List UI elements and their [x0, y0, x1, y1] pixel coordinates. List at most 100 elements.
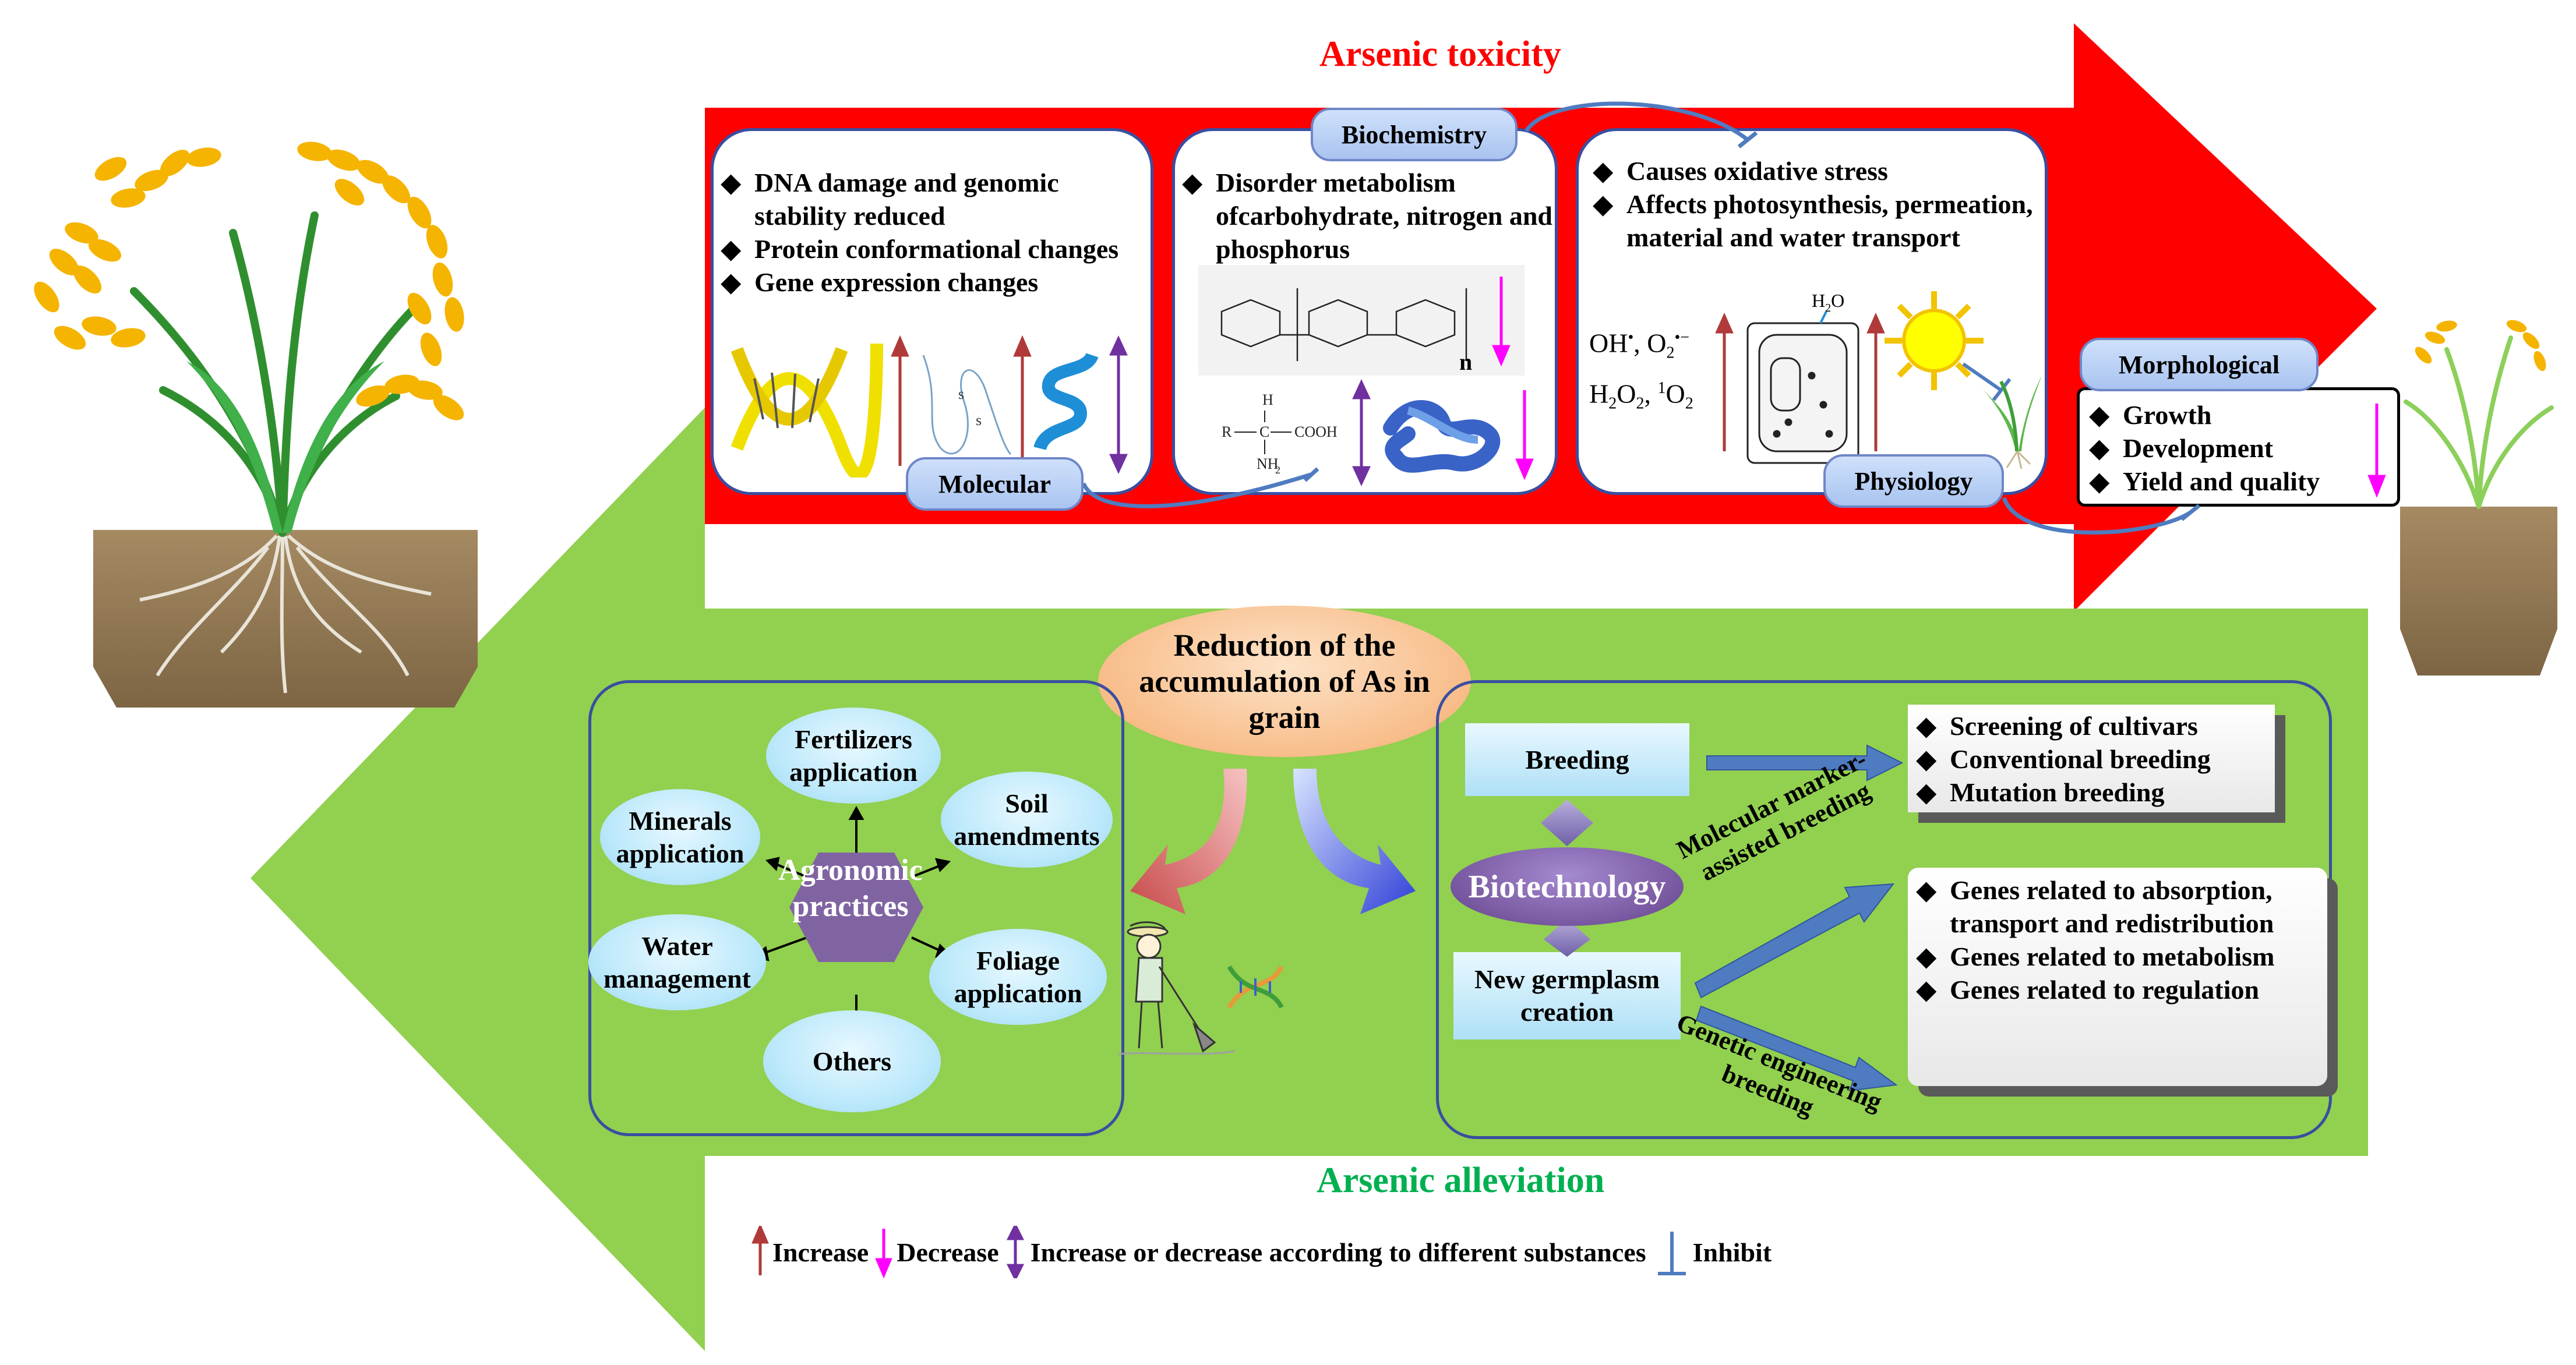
reduction-ellipse: Reduction of the accumulation of As in g… [1098, 606, 1471, 757]
list-item: ◆Yield and quality [2089, 465, 2363, 498]
decrease-arrow-icon [2367, 404, 2386, 498]
svg-text:2: 2 [1275, 464, 1280, 476]
decrease-arrow-icon [1515, 390, 1534, 480]
genes-list: ◆Genes related to absorption, transport … [1916, 874, 2318, 1006]
morphological-label: Morphological [2080, 338, 2319, 391]
genes-list-box: ◆Genes related to absorption, transport … [1908, 868, 2327, 1086]
diamond-bullet-icon: ◆ [1916, 942, 1937, 971]
branch-arrows [1118, 769, 1416, 1055]
others-ellipse: Others [763, 1010, 941, 1112]
svg-text:COOH: COOH [1294, 423, 1338, 440]
dna-strand-icon [1227, 965, 1284, 1009]
carbohydrate-chain-icon [1220, 288, 1467, 361]
water-ellipse: Water management [588, 914, 766, 1010]
diamond-bullet-icon: ◆ [1916, 744, 1937, 774]
diamond-bullet-icon: ◆ [1593, 189, 1614, 219]
diamond-bullet-icon: ◆ [2089, 466, 2110, 496]
n-label: n [1459, 349, 1472, 375]
svg-text:s: s [976, 412, 982, 429]
increase-decrease-arrow-icon [1352, 379, 1371, 486]
seedling-icon [1981, 376, 2042, 469]
green-arrow-shape [250, 408, 2368, 1351]
biotech-panel [1436, 680, 2332, 1139]
link-diamond [1541, 800, 1593, 846]
list-item: ◆Mutation breeding [1916, 776, 2275, 809]
biochemistry-label: Biochemistry [1311, 108, 1518, 161]
increase-decrease-arrow-icon [1109, 335, 1128, 474]
biotech-arrows [1541, 744, 1904, 1092]
toxicity-title: Arsenic toxicity [1319, 34, 1561, 74]
molecular-panel: ◆DNA damage and genomic stability reduce… [711, 128, 1153, 495]
list-item: ◆DNA damage and genomic stability reduce… [721, 166, 1140, 232]
diamond-bullet-icon: ◆ [1916, 711, 1937, 741]
physiology-panel: ◆Causes oxidative stress ◆Affects photos… [1576, 128, 2048, 495]
legend-inhibit: Inhibit [1692, 1237, 1772, 1267]
ros-labels: OH•, O2•− H2O2, 1O2 [1589, 320, 1693, 421]
physiology-label: Physiology [1823, 454, 2004, 508]
physiology-list: ◆Causes oxidative stress ◆Affects photos… [1593, 154, 2047, 254]
legend: Increase Decrease Increase or decrease a… [751, 1226, 1772, 1278]
marker-arrow [1694, 883, 1895, 999]
helix-icon [1033, 352, 1099, 451]
decrease-arrow-icon [875, 1229, 893, 1278]
diamond-bullet-icon: ◆ [1182, 168, 1203, 197]
agronomic-panel [588, 680, 1124, 1136]
diamond-bullet-icon: ◆ [1593, 156, 1614, 186]
sun-icon [1885, 291, 1984, 390]
biochemistry-list: ◆Disorder metabolism ofcarbohydrate, nit… [1182, 166, 1555, 266]
legend-increase: Increase [772, 1237, 869, 1267]
inhibit-icon [1657, 1232, 1686, 1275]
inhibit-icon [1962, 362, 2012, 401]
rice-plant-stunted-icon [2400, 320, 2557, 676]
link-diamond-lower [1544, 919, 1590, 957]
svg-text:R: R [1222, 423, 1232, 440]
list-item: ◆Genes related to regulation [1916, 973, 2318, 1006]
svg-text:NH: NH [1257, 455, 1279, 472]
increase-arrow-icon [1013, 335, 1032, 466]
farmer-icon [1118, 921, 1236, 1055]
breeding-box: Breeding [1465, 723, 1689, 796]
germplasm-box: New germplasm creation [1453, 952, 1681, 1039]
diamond-bullet-icon: ◆ [1916, 777, 1937, 807]
dna-icon [731, 343, 883, 478]
diamond-bullet-icon: ◆ [1916, 975, 1937, 1005]
ros-line-1: OH•, O2•− [1589, 328, 1690, 362]
diamond-bullet-icon: ◆ [721, 234, 742, 264]
diamond-bullet-icon: ◆ [721, 168, 742, 197]
diamond-bullet-icon: ◆ [2089, 400, 2110, 430]
list-item: ◆Affects photosynthesis, permeation, mat… [1593, 188, 2047, 254]
list-item: ◆Genes related to absorption, transport … [1916, 874, 2318, 940]
molecular-list: ◆DNA damage and genomic stability reduce… [721, 166, 1140, 299]
list-item: ◆Growth [2089, 398, 2363, 432]
increase-decrease-arrow-icon [1006, 1226, 1024, 1278]
list-item: ◆Protein conformational changes [721, 232, 1140, 266]
fertilizers-ellipse: Fertilizers application [766, 708, 941, 804]
decrease-arrow-icon [1492, 277, 1511, 367]
list-item: ◆Genes related to metabolism [1916, 940, 2318, 973]
foliage-ellipse: Foliage application [929, 929, 1107, 1025]
increase-arrow-icon [1866, 312, 1885, 451]
alleviation-title: Arsenic alleviation [1317, 1161, 1605, 1200]
diamond-bullet-icon: ◆ [1916, 875, 1937, 905]
plant-cell-icon [1746, 311, 1859, 464]
biochemistry-graphics: n R C COOH H NH 2 [1198, 265, 1534, 486]
list-item: ◆Conventional breeding [1916, 742, 2275, 776]
rice-plant-healthy-icon [34, 142, 478, 708]
list-item: ◆Screening of cultivars [1916, 709, 2275, 742]
amino-acid-structure: R C COOH H NH 2 [1222, 391, 1338, 476]
svg-text:H: H [1262, 391, 1273, 408]
biochemistry-to-physiology-connector [1525, 101, 1749, 142]
molecular-label: Molecular [906, 457, 1084, 511]
soil-ellipse: Soil amendments [941, 772, 1113, 868]
minerals-ellipse: Minerals application [600, 789, 760, 885]
list-item: ◆Development [2089, 432, 2363, 465]
agronomic-label: Agronomic practices [778, 854, 923, 923]
genetic-arrow [1695, 1005, 1898, 1092]
agronomic-arrows [752, 805, 951, 1036]
agronomic-hexagon [789, 853, 923, 962]
molecular-graphics: s s [731, 335, 1128, 478]
red-curved-arrow [1130, 769, 1247, 914]
legend-decrease: Decrease [897, 1237, 999, 1267]
